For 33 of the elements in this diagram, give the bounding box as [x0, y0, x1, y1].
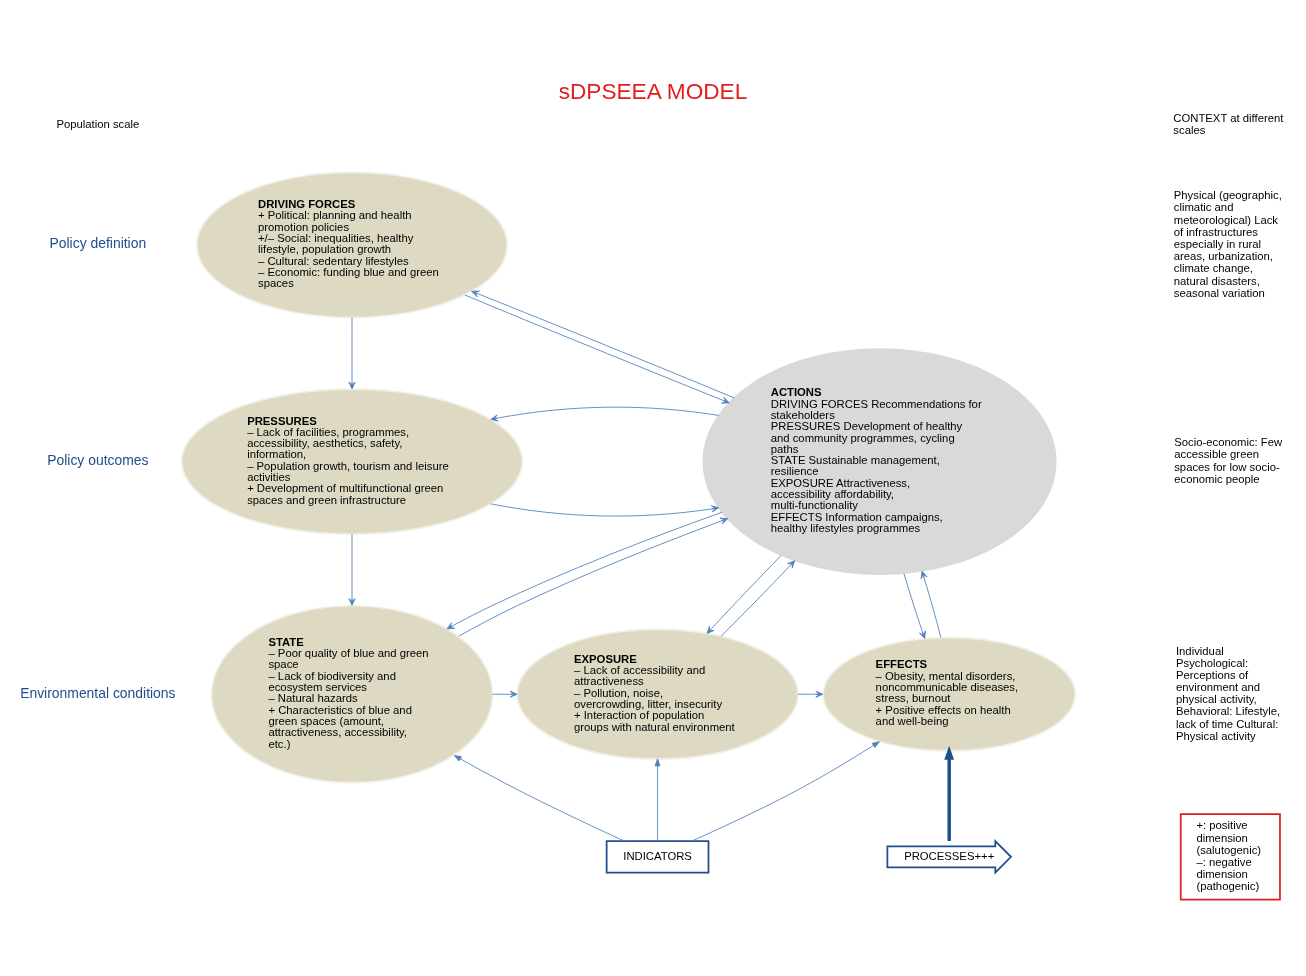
node-ellipse: ACTIONS DRIVING FORCES Recommendations for stakeholders PRESSURES Development of healthy and community programmes, cycling paths STATE Sustainable management, resilience EXPOSURE Attractiveness, accessibility affordability, multi-functionality EFFECTS Information campaigns, healthy lifestyles programmes	[702, 347, 1057, 575]
node-ellipse: PRESSURES – Lack of facilities, programmes, accessibility, aesthetics, safety, information, – Population growth, tourism and leisure activities + Development of multifunctional green spaces and green infrastructure	[180, 387, 524, 535]
node-ellipse: EXPOSURE – Lack of accessibility and attractiveness – Pollution, noise, overcrowding, litter, insecurity + Interaction of population groups with natural environment	[516, 628, 799, 760]
arrow	[348, 316, 356, 389]
label: CONTEXT at different scales	[1173, 111, 1284, 136]
arrow	[797, 690, 824, 698]
arrow	[490, 502, 720, 516]
arrow	[706, 554, 782, 634]
label: Population scale	[56, 117, 140, 130]
label: Physical (geographic, climatic and meteorological) Lack of infrastructures especially in rural areas, urbanization, climate change, natural disasters, seasonal variation	[1173, 188, 1282, 299]
label: Policy outcomes	[47, 451, 149, 468]
label: Environmental conditions	[20, 684, 176, 701]
node-box: INDICATORS	[605, 839, 710, 873]
arrow	[691, 740, 880, 842]
arrow	[654, 758, 661, 841]
label: Socio-economic: Few accessible green spaces for low socio-economic people	[1174, 435, 1283, 485]
label: Policy definition	[49, 234, 147, 251]
arrow	[920, 570, 942, 638]
label: Individual Psychological: Perceptions of environment and physical activity, Behavioral: Lifestyle, lack of time Cultural: Physical activity	[1175, 644, 1281, 742]
diagram-title: sDPSEEA MODEL	[558, 78, 748, 104]
node-ellipse: DRIVING FORCES + Political: planning and health promotion policies +/– Social: inequalities, healthy lifestyle, population growth – Cultural: sedentary lifestyles – Economic: funding blue and green spaces	[195, 171, 509, 318]
arrow	[720, 559, 796, 637]
node-ellipse: STATE – Poor quality of blue and green space – Lack of biodiversity and ecosystem services – Natural hazards + Characteristics of blue and green spaces (amount, attractiveness, accessibility, etc.)	[210, 604, 494, 784]
arrow	[944, 745, 955, 841]
node-box: +: positive dimension (salutogenic) –: negative dimension (pathogenic)	[1179, 812, 1281, 900]
node-ellipse: EFFECTS – Obesity, mental disorders, noncommunicable diseases, stress, burnout + Positive effects on health and well-being	[822, 636, 1077, 752]
arrow	[446, 511, 723, 629]
arrow	[458, 517, 729, 637]
arrow	[453, 754, 626, 842]
arrow	[490, 406, 720, 422]
arrow	[348, 533, 356, 606]
arrow	[492, 690, 518, 698]
arrow	[903, 572, 926, 639]
